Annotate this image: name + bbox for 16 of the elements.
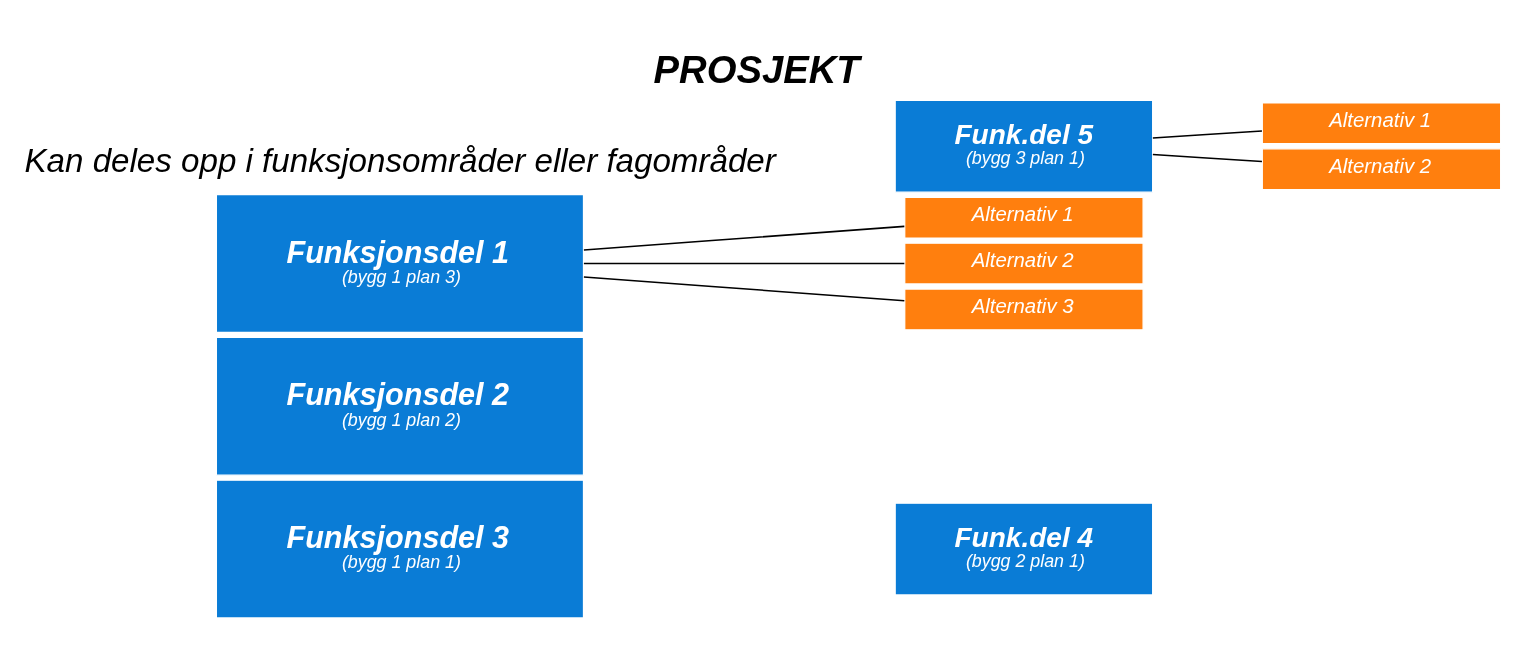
- connector: [1152, 129, 1263, 139]
- connector: [1152, 153, 1263, 162]
- node-box: Alternativ 2: [1261, 147, 1502, 190]
- node-box: Funksjonsdel 3 (bygg 1 plan 1): [215, 479, 585, 619]
- node-box: Funksjonsdel 2 (bygg 1 plan 2): [215, 336, 585, 476]
- connector: [583, 262, 906, 264]
- connector: [583, 225, 906, 251]
- connector: [583, 275, 906, 301]
- node-box: Alternativ 1: [1261, 101, 1502, 144]
- node-box: Funk.del 5 (bygg 3 plan 1): [894, 99, 1154, 193]
- node-box: Alternativ 1: [904, 196, 1144, 239]
- node-box: Funk.del 4 (bygg 2 plan 1): [894, 502, 1154, 596]
- label: Kan deles opp i funksjonsområder eller fagområder: [24, 141, 776, 179]
- node-box: Alternativ 3: [904, 287, 1144, 330]
- node-box: Alternativ 2: [904, 242, 1144, 285]
- node-box: Funksjonsdel 1 (bygg 1 plan 3): [215, 193, 585, 333]
